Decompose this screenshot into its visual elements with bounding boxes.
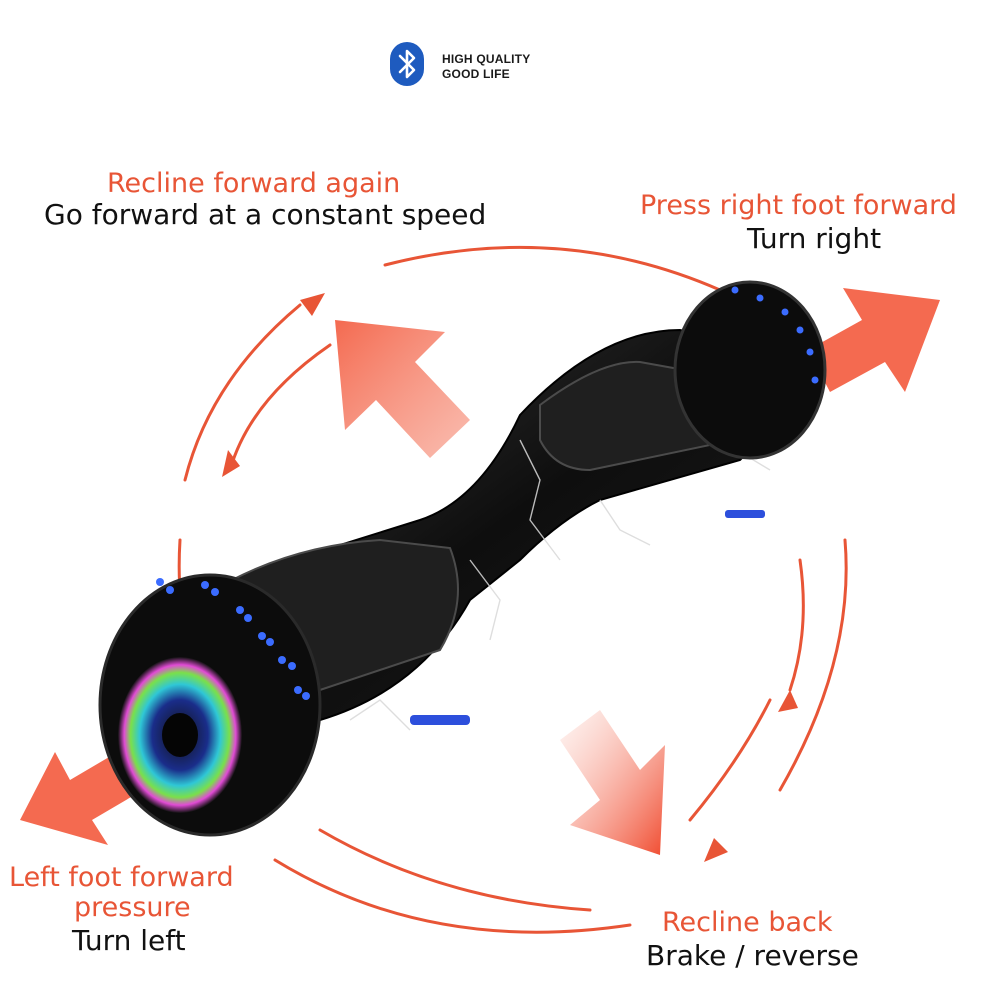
- arrow-turn-right: [808, 288, 940, 392]
- right-wheel: [673, 280, 827, 460]
- arc-right-lower: [688, 698, 772, 822]
- arrowhead-top-left: [300, 293, 325, 316]
- arrow-brake-reverse: [560, 710, 665, 855]
- bluetooth-icon: [390, 42, 424, 86]
- arrowhead-bottom-right: [704, 838, 728, 862]
- brand-tagline: HIGH QUALITY GOOD LIFE: [442, 52, 530, 82]
- forward-action-label: Recline forward again: [107, 168, 401, 199]
- rotation-arcs: [177, 245, 848, 934]
- brand-line-2: GOOD LIFE: [442, 67, 510, 81]
- back-result-label: Brake / reverse: [646, 939, 859, 972]
- arc-arrowheads: [222, 293, 798, 862]
- left-action-label-line1: Left foot forward: [9, 862, 234, 893]
- marble-veins: [349, 419, 771, 731]
- led-lights: [156, 286, 819, 725]
- arc-left-inner: [228, 343, 332, 472]
- arc-left-upper: [183, 303, 302, 482]
- brand-line-1: HIGH QUALITY: [442, 52, 531, 66]
- arrow-forward: [335, 320, 470, 458]
- arc-right-inner: [788, 558, 805, 692]
- arrowhead-left: [222, 450, 240, 477]
- forward-result-label: Go forward at a constant speed: [44, 198, 487, 231]
- hoverboard-image: [98, 280, 827, 837]
- right-action-label: Press right foot forward: [640, 190, 957, 221]
- arc-top: [383, 245, 722, 292]
- arc-bottom-outer: [273, 858, 632, 934]
- left-action-label-line2: pressure: [74, 892, 191, 923]
- right-result-label: Turn right: [747, 222, 882, 255]
- arc-bottom-inner: [318, 828, 592, 912]
- left-wheel-hub: [162, 713, 198, 757]
- left-result-label: Turn left: [72, 924, 186, 957]
- arrowhead-right: [778, 690, 798, 712]
- arc-right-outer: [778, 538, 848, 792]
- back-action-label: Recline back: [662, 907, 833, 938]
